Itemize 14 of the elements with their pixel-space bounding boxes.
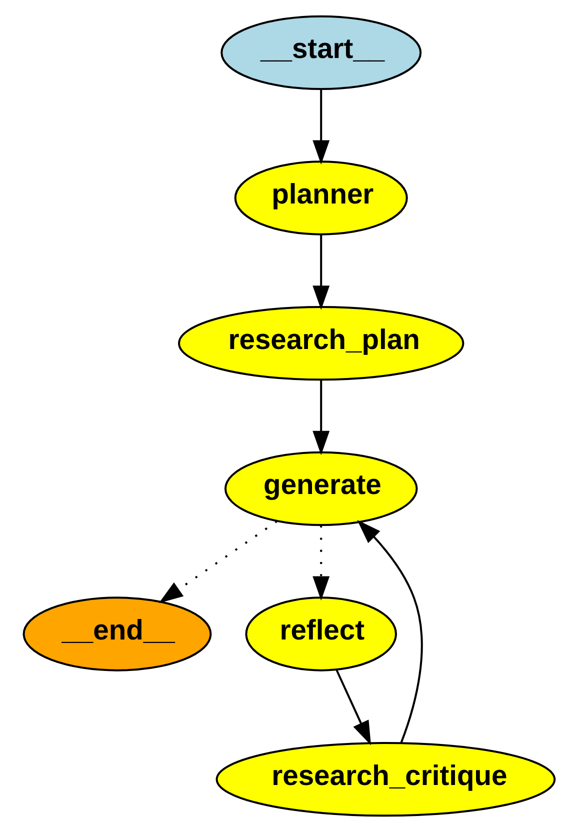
node-ellipse: generate (224, 451, 418, 526)
node-ellipse: __start__ (220, 15, 422, 90)
node-ellipse: reflect (244, 596, 396, 672)
arrow (158, 520, 277, 604)
node-ellipse: __end__ (22, 596, 212, 672)
arrow (312, 526, 330, 601)
arrow (312, 234, 330, 310)
arrow (312, 90, 330, 165)
arrow (335, 670, 371, 746)
node-ellipse: planner (234, 160, 408, 236)
node-ellipse: research_plan (178, 306, 464, 381)
node-ellipse: research_critique (215, 742, 556, 817)
arrow (312, 380, 330, 456)
arrow (356, 520, 422, 743)
